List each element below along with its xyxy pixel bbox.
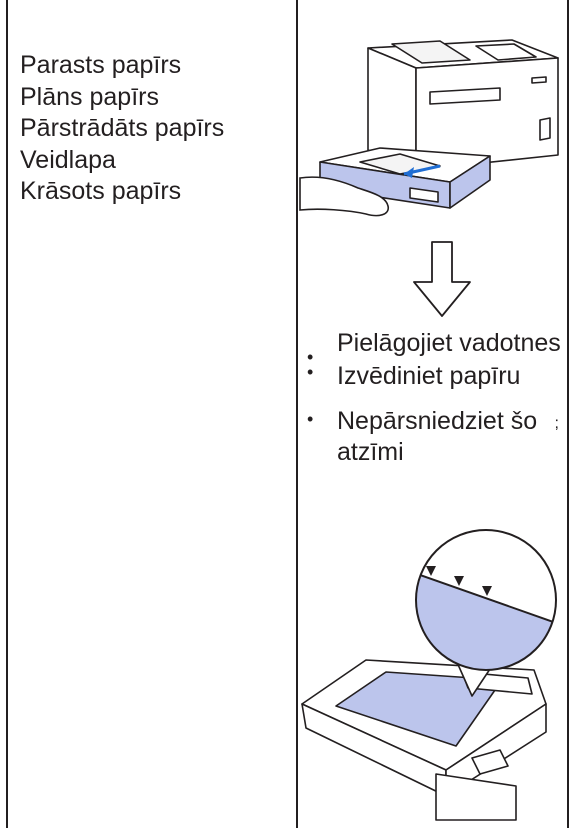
steps-list: • Pielāgojiet vadotnes • Izvēdiniet papī… xyxy=(307,328,569,468)
instruction-table xyxy=(6,0,569,828)
printer-illustration xyxy=(299,39,559,217)
step-text: Nepārsniedziet šo atzīmi xyxy=(337,407,538,466)
paper-type-item: Pārstrādāts papīrs xyxy=(20,114,225,142)
paper-tray-illustration xyxy=(301,529,557,821)
table-border-left xyxy=(6,0,8,828)
paper-type-list: Parasts papīrs Plāns papīrs Pārstrādāts … xyxy=(20,50,224,208)
paper-type-item: Plāns papīrs xyxy=(20,82,159,111)
table-border-right xyxy=(567,0,569,828)
step-adjust-guides: • Pielāgojiet vadotnes xyxy=(307,328,569,367)
step-text: Izvēdiniet papīru xyxy=(337,362,521,390)
bullet-icon: • xyxy=(307,409,314,429)
step-max-mark: • Nepārsniedziet šo atzīmi ; xyxy=(307,406,569,468)
step-tail-mark: ; xyxy=(554,415,559,432)
paper-type-item: Veidlapa xyxy=(20,145,116,174)
bullet-icon: • xyxy=(307,362,314,382)
paper-type-item: Parasts papīrs xyxy=(20,51,182,79)
step-fan-paper: • Izvēdiniet papīru xyxy=(307,361,569,392)
paper-type-item: Krāsots papīrs xyxy=(20,177,182,205)
step-text: Pielāgojiet vadotnes xyxy=(337,329,561,357)
bullet-icon: • xyxy=(307,347,314,367)
table-divider xyxy=(296,0,298,828)
down-arrow-icon xyxy=(413,241,471,317)
